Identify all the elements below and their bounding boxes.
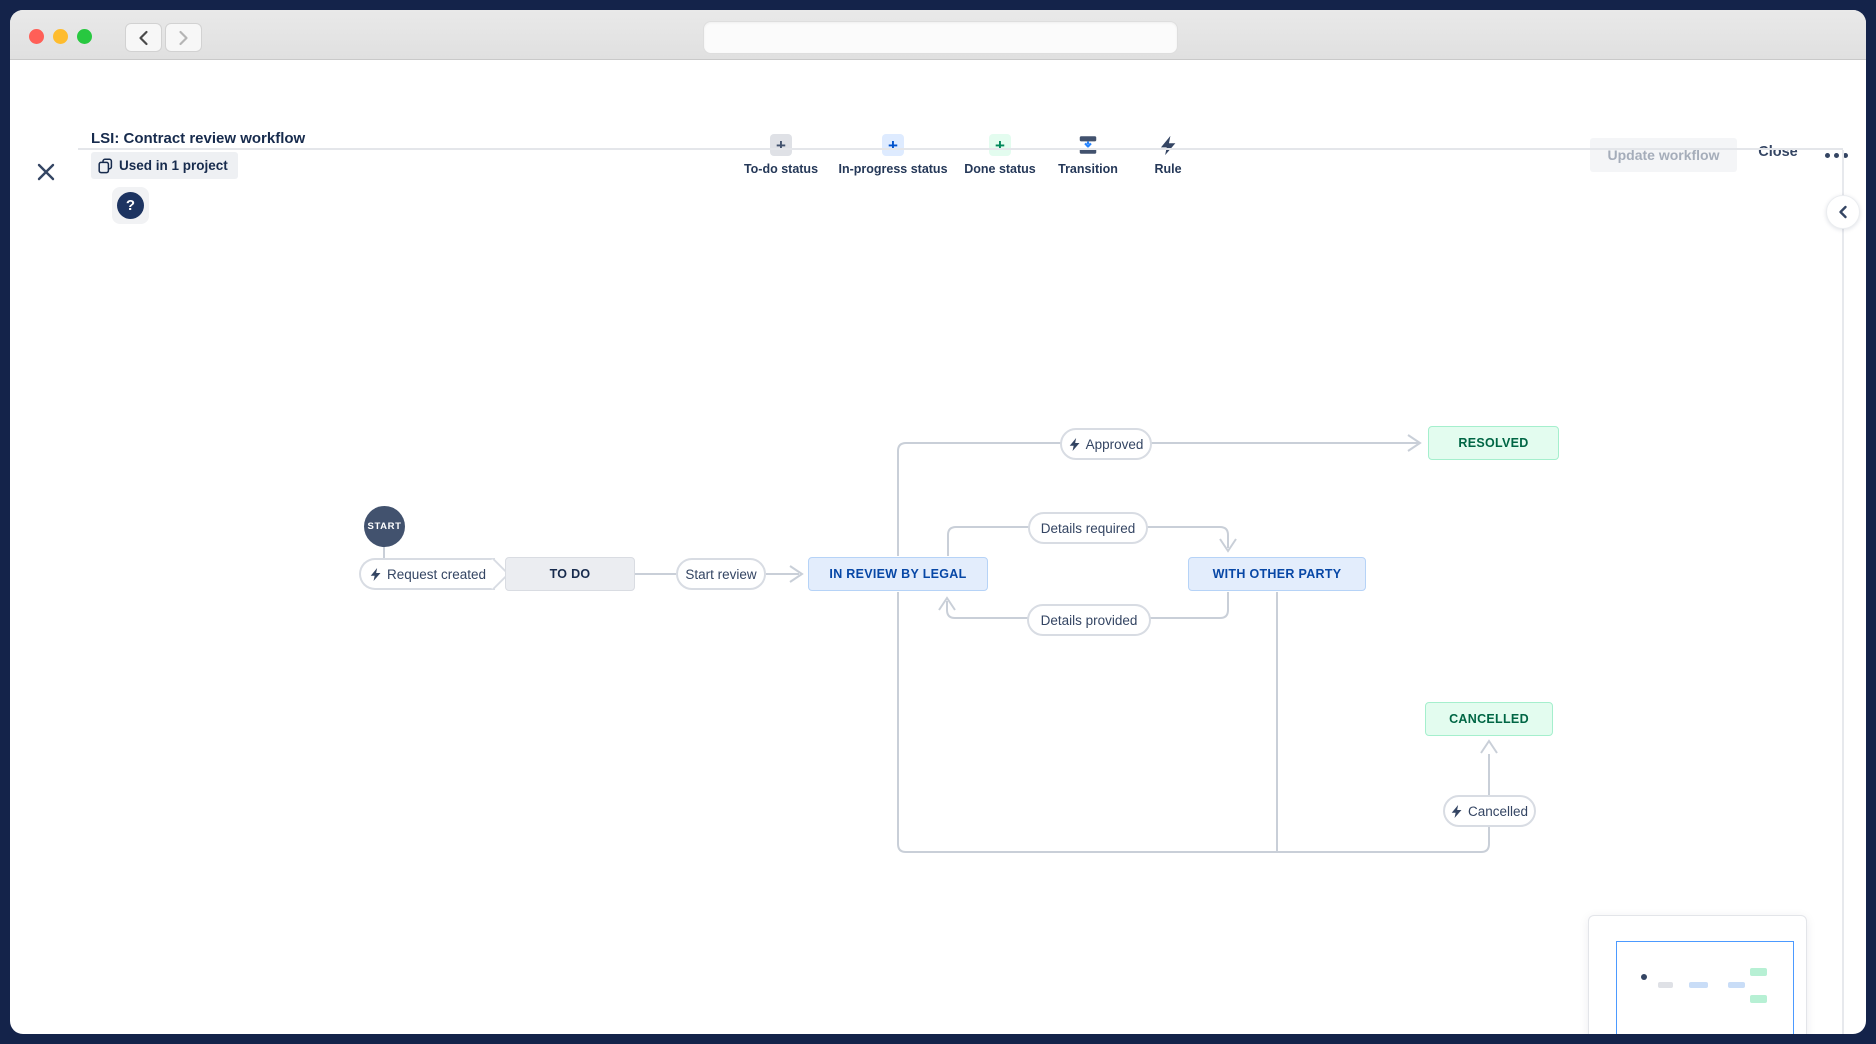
browser-back-button[interactable] (125, 23, 162, 52)
lightning-bolt-icon (370, 567, 381, 581)
toolbar-label: Rule (1154, 162, 1182, 176)
window-zoom-button[interactable] (77, 29, 92, 44)
add-todo-status-icon: + (770, 134, 792, 156)
usage-badge-label: Used in 1 project (119, 158, 228, 173)
arrowhead-right (1407, 434, 1422, 452)
window-minimize-button[interactable] (53, 29, 68, 44)
ellipsis-icon (1842, 152, 1848, 158)
transition-start-review[interactable]: Start review (676, 558, 766, 590)
right-panel-divider (1842, 150, 1844, 1034)
transition-details-provided[interactable]: Details provided (1027, 604, 1151, 636)
close-editor-button[interactable] (34, 160, 58, 184)
status-label: CANCELLED (1449, 712, 1529, 726)
browser-window: LSI: Contract review workflow Used in 1 … (10, 10, 1866, 1034)
status-in-review-by-legal[interactable]: IN REVIEW BY LEGAL (808, 557, 988, 591)
more-menu-button[interactable] (1820, 144, 1852, 166)
toolbar-inprogress-status[interactable]: + In-progress status (831, 134, 955, 176)
help-button[interactable]: ? (112, 187, 149, 224)
window-close-button[interactable] (29, 29, 44, 44)
address-bar[interactable] (703, 21, 1178, 54)
workflow-edges (383, 434, 1498, 853)
usage-badge[interactable]: Used in 1 project (91, 152, 238, 179)
transition-approved[interactable]: Approved (1060, 428, 1152, 460)
panel-collapse-button[interactable] (1826, 195, 1860, 229)
transition-label: Cancelled (1467, 803, 1529, 819)
toolbar-done-status[interactable]: + Done status (938, 134, 1062, 176)
minimap-panel (1588, 915, 1807, 1034)
add-done-status-icon: + (989, 134, 1011, 156)
status-resolved[interactable]: RESOLVED (1428, 426, 1559, 460)
status-label: WITH OTHER PARTY (1212, 567, 1342, 581)
lightning-bolt-icon (1451, 804, 1462, 818)
arrowhead-up (1480, 739, 1498, 754)
toolbar-label: Done status (964, 162, 1036, 176)
workflow-editor-header: LSI: Contract review workflow Used in 1 … (10, 60, 1866, 181)
status-label: TO DO (549, 567, 591, 581)
edge-approved (897, 442, 1418, 556)
minimap-todo (1658, 982, 1673, 988)
status-with-other-party[interactable]: WITH OTHER PARTY (1188, 557, 1366, 591)
help-icon: ? (117, 192, 144, 219)
browser-forward-button[interactable] (165, 23, 202, 52)
minimap-cancelled (1750, 995, 1767, 1003)
status-cancelled[interactable]: CANCELLED (1425, 702, 1553, 736)
chevron-right-icon (179, 30, 188, 45)
close-icon (37, 163, 55, 181)
chevron-left-icon (139, 30, 148, 45)
update-workflow-button[interactable]: Update workflow (1590, 138, 1737, 172)
chevron-left-icon (1839, 205, 1847, 219)
minimap-with-other-party (1728, 982, 1745, 988)
copy-icon (98, 158, 113, 173)
status-label: IN REVIEW BY LEGAL (829, 567, 967, 581)
toolbar-rule[interactable]: Rule (1106, 134, 1230, 176)
transition-cancelled[interactable]: Cancelled (1443, 795, 1536, 827)
minimap-start-node (1641, 974, 1647, 980)
toolbar-label: In-progress status (838, 162, 948, 176)
ellipsis-icon (1833, 152, 1839, 158)
arrowhead-up (938, 596, 956, 611)
lightning-bolt-icon (1160, 135, 1176, 155)
transition-label: Details required (1040, 520, 1136, 536)
arrowhead-down (1219, 538, 1237, 553)
edge-cancel-collector (897, 592, 1490, 853)
status-todo[interactable]: TO DO (505, 557, 635, 591)
toolbar-transition[interactable]: Transition (1026, 134, 1150, 176)
transition-label: Start review (685, 566, 757, 582)
page-title: LSI: Contract review workflow (91, 130, 306, 147)
transition-request-created[interactable]: Request created (359, 558, 495, 590)
transition-label: Details provided (1040, 612, 1138, 628)
header-divider (78, 148, 1843, 150)
toolbar-label: Transition (1058, 162, 1118, 176)
transition-label: Request created (386, 566, 487, 582)
arrowhead-right (789, 565, 804, 583)
browser-topbar (10, 10, 1866, 60)
transition-label: Approved (1085, 436, 1144, 452)
minimap-resolved (1750, 968, 1767, 976)
transition-details-required[interactable]: Details required (1028, 512, 1148, 544)
toolbar-label: To-do status (743, 162, 819, 176)
ellipsis-icon (1824, 152, 1830, 158)
start-node[interactable]: START (364, 506, 405, 547)
lightning-bolt-icon (1069, 437, 1080, 451)
add-inprogress-status-icon: + (882, 134, 904, 156)
minimap-in-review (1689, 982, 1708, 988)
status-label: RESOLVED (1458, 436, 1529, 450)
toolbar-todo-status[interactable]: + To-do status (719, 134, 843, 176)
